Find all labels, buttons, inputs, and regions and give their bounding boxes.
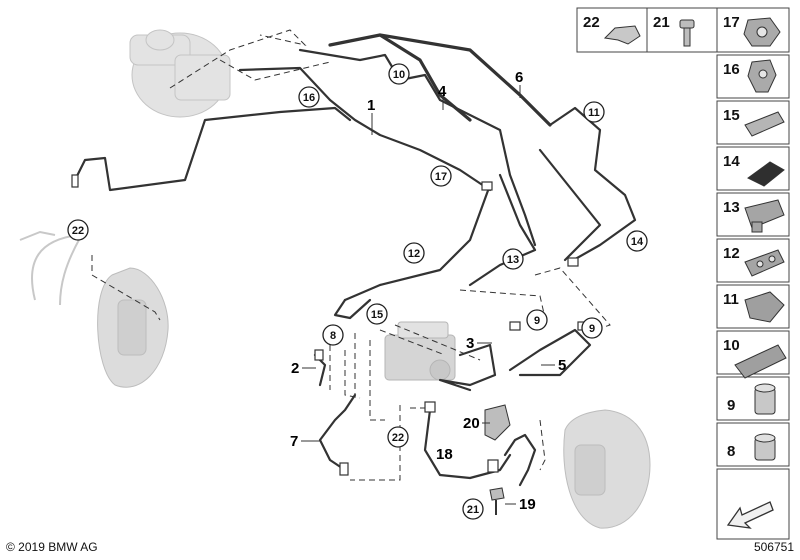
circled-callout-21: 21	[462, 498, 484, 520]
arrow-icon	[726, 501, 774, 529]
svg-text:11: 11	[588, 107, 600, 119]
abs-unit-ghost	[384, 321, 456, 381]
circled-callout-9a: 9	[526, 309, 548, 331]
brake-line-6	[378, 33, 552, 127]
legend-item-11: 11	[723, 291, 739, 308]
clip-15-icon	[744, 111, 785, 137]
circled-callout-22a: 22	[67, 219, 89, 241]
svg-text:8: 8	[330, 330, 336, 342]
legend-item-13: 13	[723, 199, 740, 216]
circled-callout-13: 13	[502, 248, 524, 270]
circled-callout-16: 16	[298, 86, 320, 108]
svg-text:16: 16	[303, 92, 315, 104]
callouts-circled: 8 9 9 10 11 12 13 14 15 16 17 21 22 22	[67, 63, 648, 520]
brake-hose-18	[423, 408, 512, 480]
callout-6: 6	[515, 69, 523, 86]
svg-text:12: 12	[408, 248, 420, 260]
front-brake-hose-ghost	[19, 230, 81, 306]
svg-text:22: 22	[72, 225, 84, 237]
copyright-text: © 2019 BMW AG	[6, 540, 98, 554]
svg-text:9: 9	[534, 315, 540, 327]
rear-caliper-ghost	[563, 409, 651, 529]
brake-line-4	[328, 33, 472, 122]
legend-item-8: 8	[727, 443, 735, 460]
front-caliper-ghost	[97, 267, 169, 388]
legend-numbers: 22 21 17 16 15 14 13 12 11 10 9 8	[583, 14, 740, 460]
circled-callout-12: 12	[403, 242, 425, 264]
brake-line-14	[538, 148, 602, 262]
clip-12-icon	[744, 249, 785, 277]
svg-text:22: 22	[392, 432, 404, 444]
brake-booster-ghost	[129, 29, 231, 118]
legend-item-12: 12	[723, 245, 740, 262]
brake-line-3	[438, 343, 497, 392]
svg-text:15: 15	[371, 309, 383, 321]
clip-13-icon	[744, 199, 785, 233]
callout-7: 7	[290, 433, 298, 450]
brake-line-7	[318, 393, 357, 472]
legend-item-14: 14	[723, 153, 740, 170]
nut-8-icon	[754, 433, 776, 461]
svg-text:14: 14	[631, 236, 644, 248]
document-number: 506751	[753, 540, 794, 554]
brake-line-1	[238, 66, 492, 192]
bolt-21-icon	[679, 19, 695, 47]
legend-item-15: 15	[723, 107, 740, 124]
legend-item-16: 16	[723, 61, 740, 78]
legend-item-10: 10	[723, 337, 740, 354]
bracket-22-icon	[603, 25, 641, 45]
callouts-plain: 1 2 3 4 5 6 7 18 19 20	[290, 69, 566, 513]
callout-5: 5	[558, 357, 566, 374]
brake-line-5	[508, 328, 592, 377]
circled-callout-11: 11	[583, 101, 605, 123]
legend-part-icons	[603, 17, 787, 529]
svg-text:13: 13	[507, 254, 519, 266]
circled-callout-8: 8	[322, 324, 344, 346]
callout-4: 4	[438, 83, 447, 100]
bolt-21	[489, 487, 505, 515]
svg-text:10: 10	[393, 69, 405, 81]
callout-19: 19	[519, 496, 536, 513]
legend-item-21: 21	[653, 14, 670, 31]
brake-line-16	[73, 106, 352, 192]
brake-line-8	[333, 298, 372, 320]
parts-legend	[576, 7, 790, 540]
callout-20: 20	[463, 415, 480, 432]
sensor-wire-19	[503, 433, 537, 487]
callout-2: 2	[291, 360, 299, 377]
circled-callout-14: 14	[626, 230, 648, 252]
callout-3: 3	[466, 335, 474, 352]
circled-callout-15: 15	[366, 303, 388, 325]
brake-line-12	[343, 183, 492, 302]
circled-callout-10: 10	[388, 63, 410, 85]
grommet-14-icon	[747, 161, 785, 187]
brake-line-13	[468, 173, 537, 287]
svg-text:21: 21	[467, 504, 479, 516]
clip-17-icon	[743, 17, 781, 47]
clip-11-icon	[744, 291, 785, 323]
brake-line-11	[548, 106, 637, 264]
brake-line-10	[298, 48, 537, 247]
clip-16-icon	[747, 59, 777, 93]
legend-item-22: 22	[583, 14, 600, 31]
circled-callout-17: 17	[430, 165, 452, 187]
svg-text:17: 17	[435, 171, 447, 183]
callout-1: 1	[367, 97, 375, 114]
legend-item-17: 17	[723, 14, 740, 31]
brake-lines	[73, 33, 637, 487]
svg-text:9: 9	[589, 323, 595, 335]
bracket-20	[484, 404, 511, 441]
legend-item-9: 9	[727, 397, 735, 414]
clip-10-icon	[734, 344, 787, 379]
nut-9-icon	[754, 383, 776, 415]
circled-callout-22b: 22	[387, 426, 409, 448]
callout-18: 18	[436, 446, 453, 463]
circled-callout-9b: 9	[581, 317, 603, 339]
